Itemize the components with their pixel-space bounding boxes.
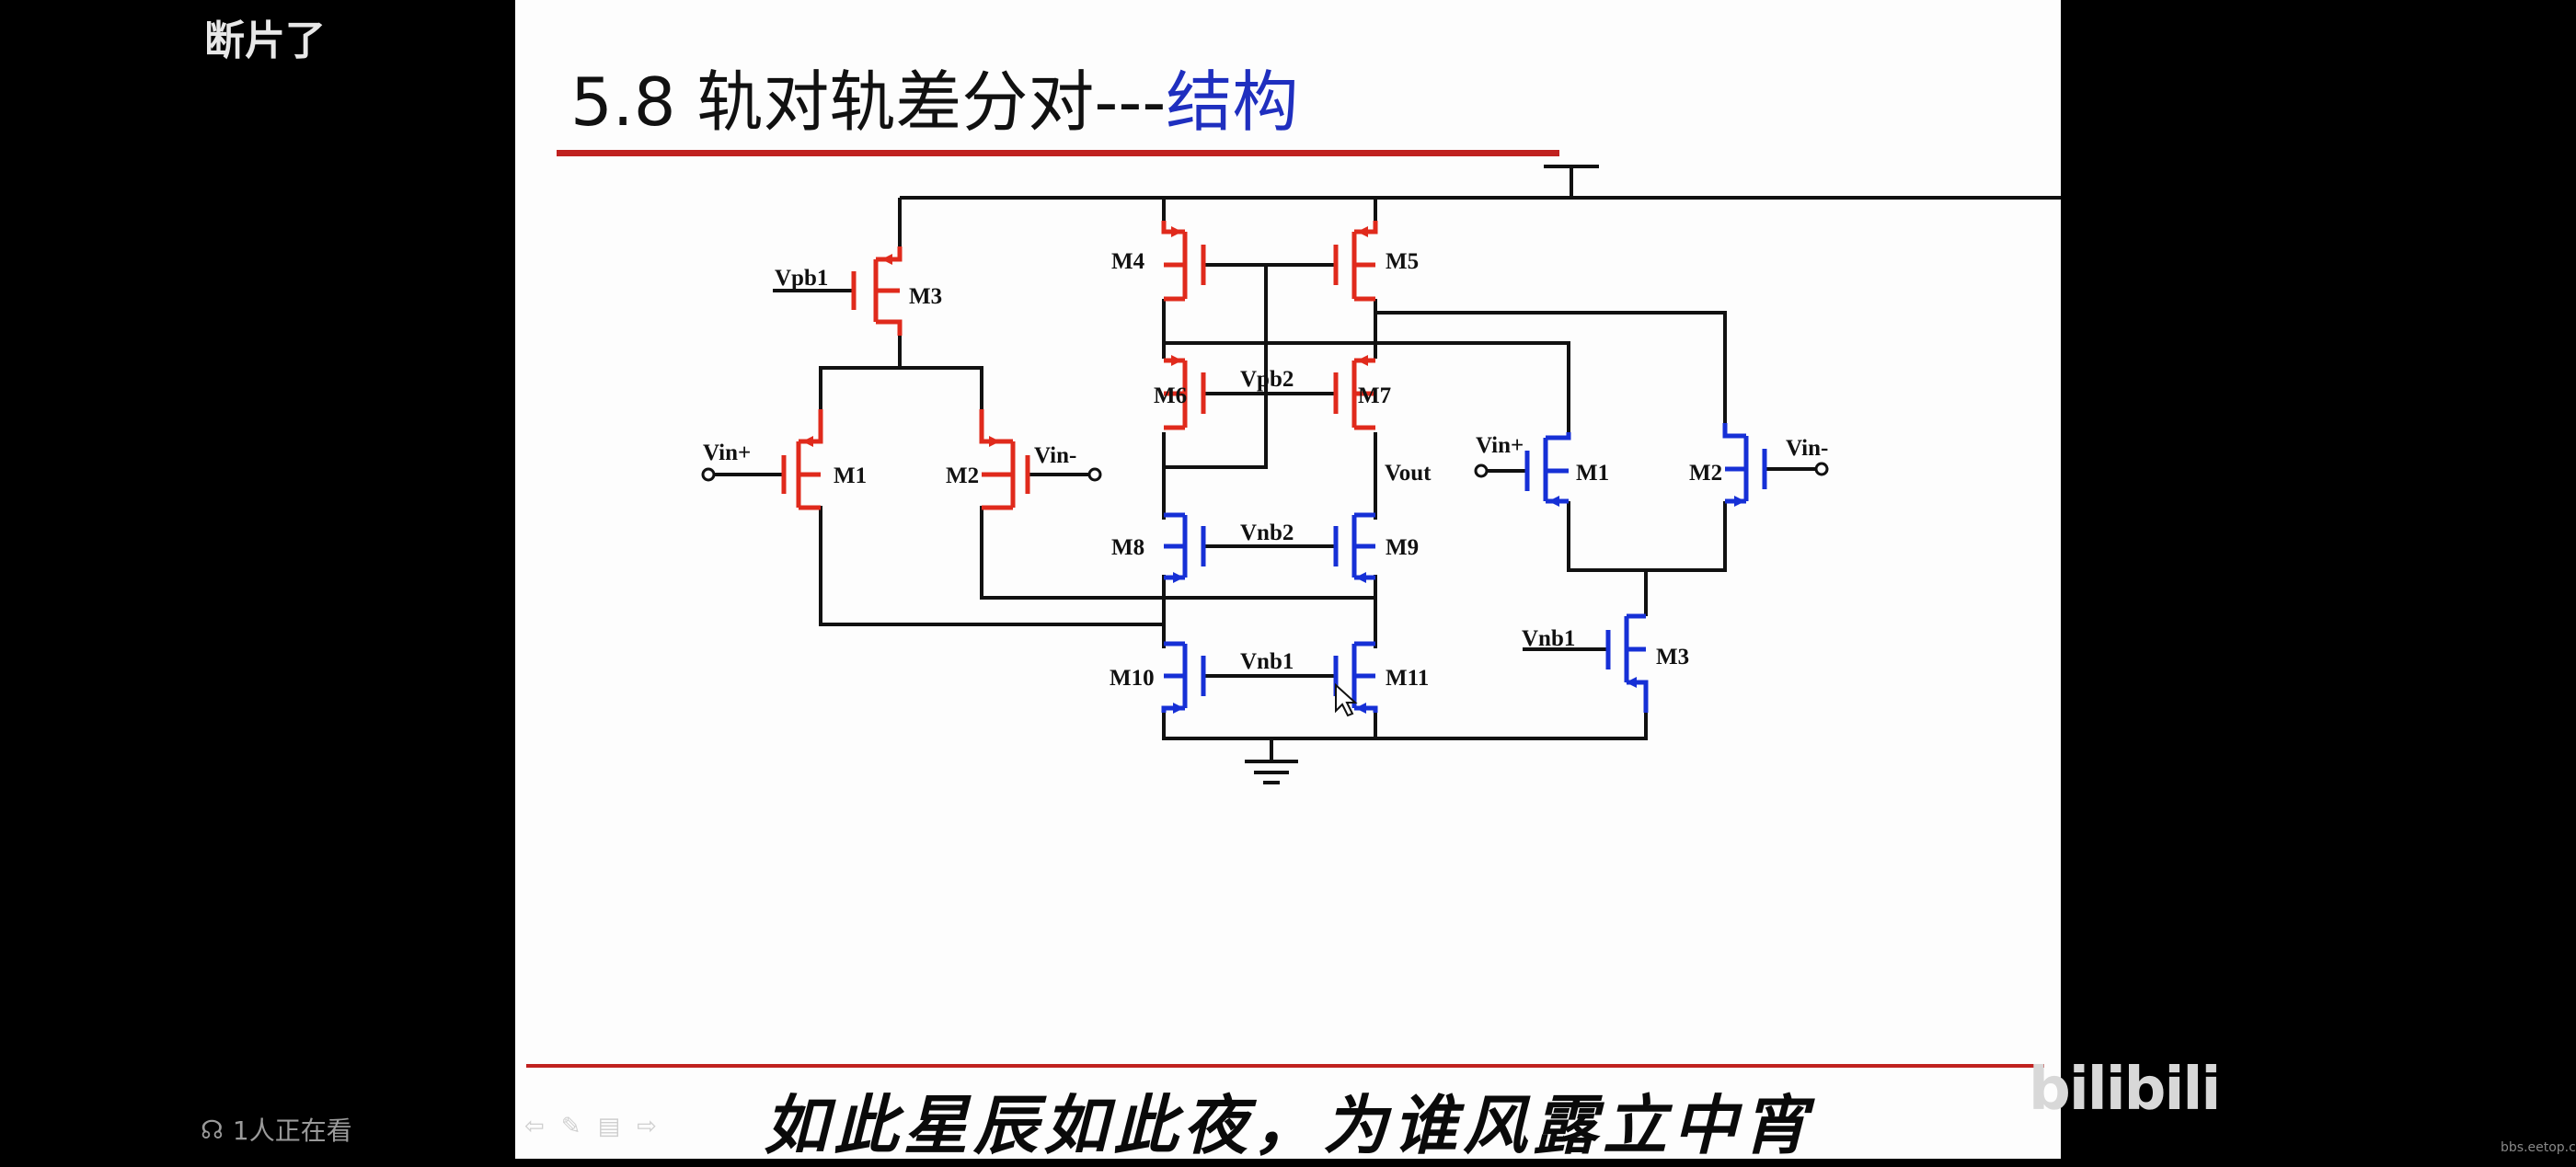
title-rule (557, 150, 1559, 156)
viewer-count: ☊ 1人正在看 (201, 1111, 352, 1148)
video-title: 断片了 (204, 17, 326, 64)
label-vpb1: Vpb1 (775, 266, 828, 291)
slide-nav-controls[interactable]: ⇦ ✎ ▤ ⇨ (524, 1113, 657, 1140)
ground-symbol (1245, 738, 1298, 784)
m11-transistor (1333, 641, 1378, 713)
vin-minus-right-terminal (1814, 462, 1829, 476)
next-arrow-icon[interactable]: ⇨ (637, 1113, 657, 1140)
wires (708, 165, 2061, 784)
label-m10: M10 (1110, 666, 1155, 691)
vin-plus-right-terminal (1474, 463, 1489, 478)
slide-title: 5.8 轨对轨差分对---结构 (570, 48, 1298, 144)
label-m8: M8 (1111, 535, 1144, 560)
nmos-transistors (1161, 423, 1767, 714)
m9-transistor (1333, 512, 1375, 580)
m4-transistor (1161, 221, 1206, 302)
label-vpb2: Vpb2 (1240, 367, 1294, 392)
label-m1-right: M1 (1576, 461, 1609, 486)
m2-right-transistor (1722, 423, 1767, 504)
label-m9: M9 (1386, 535, 1419, 560)
label-vnb2: Vnb2 (1240, 521, 1294, 545)
label-vin-minus-left: Vin- (1034, 443, 1076, 468)
bilibili-logo: bilibili (2029, 1056, 2221, 1124)
pmos-transistors (781, 221, 1378, 510)
label-vout: Vout (1385, 461, 1432, 486)
viewers-icon: ☊ (201, 1114, 224, 1145)
label-m11: M11 (1386, 666, 1429, 691)
vdd-symbol (1544, 165, 1599, 196)
pen-icon[interactable]: ✎ (560, 1113, 581, 1140)
label-vin-plus-left: Vin+ (703, 440, 751, 465)
label-vnb1-right: Vnb1 (1522, 626, 1575, 651)
bottom-rule (526, 1064, 2044, 1068)
label-m3-left: M3 (909, 284, 942, 309)
prev-arrow-icon[interactable]: ⇦ (524, 1113, 545, 1140)
vin-minus-left-terminal (1087, 467, 1102, 482)
label-m6: M6 (1154, 383, 1187, 408)
label-vin-plus-right: Vin+ (1476, 433, 1524, 458)
label-vnb1-center: Vnb1 (1240, 649, 1294, 674)
m5-transistor (1333, 221, 1378, 302)
m3-right-transistor (1605, 613, 1649, 713)
label-m2-right: M2 (1689, 461, 1722, 486)
slide-title-main: 5.8 轨对轨差分对--- (570, 63, 1167, 141)
label-m1-left: M1 (834, 463, 867, 488)
label-m4: M4 (1111, 249, 1145, 274)
m1-right-transistor (1524, 432, 1571, 504)
terminals (701, 462, 1829, 482)
slide-title-sub: 结构 (1166, 63, 1299, 141)
label-m5: M5 (1386, 249, 1419, 274)
m8-transistor (1164, 512, 1206, 580)
watermark: bbs.eetop.cn (2501, 1140, 2576, 1155)
m3-left-transistor (851, 246, 903, 336)
m10-transistor (1161, 641, 1206, 713)
m2-left-transistor (979, 409, 1030, 510)
label-m3-right: M3 (1656, 645, 1689, 669)
circuit-labels: Vpb1 M3 Vin+ M1 M2 Vin- M4 M5 M6 Vpb2 M7… (703, 249, 1828, 691)
m1-left-transistor (781, 409, 823, 510)
mouse-cursor (1335, 682, 1358, 717)
video-subtitle: 如此星辰如此夜，为谁风露立中宵 (764, 1087, 1812, 1163)
label-vin-minus-right: Vin- (1786, 436, 1828, 461)
circuit-diagram: Vpb1 M3 Vin+ M1 M2 Vin- M4 M5 M6 Vpb2 M7… (701, 165, 2061, 784)
menu-icon[interactable]: ▤ (597, 1113, 621, 1140)
label-m7: M7 (1358, 383, 1391, 408)
viewer-count-text: 1人正在看 (232, 1116, 352, 1146)
label-m2-left: M2 (946, 463, 979, 488)
slide: 5.8 轨对轨差分对---结构 (515, 0, 2061, 1159)
vin-plus-left-terminal (701, 467, 716, 482)
